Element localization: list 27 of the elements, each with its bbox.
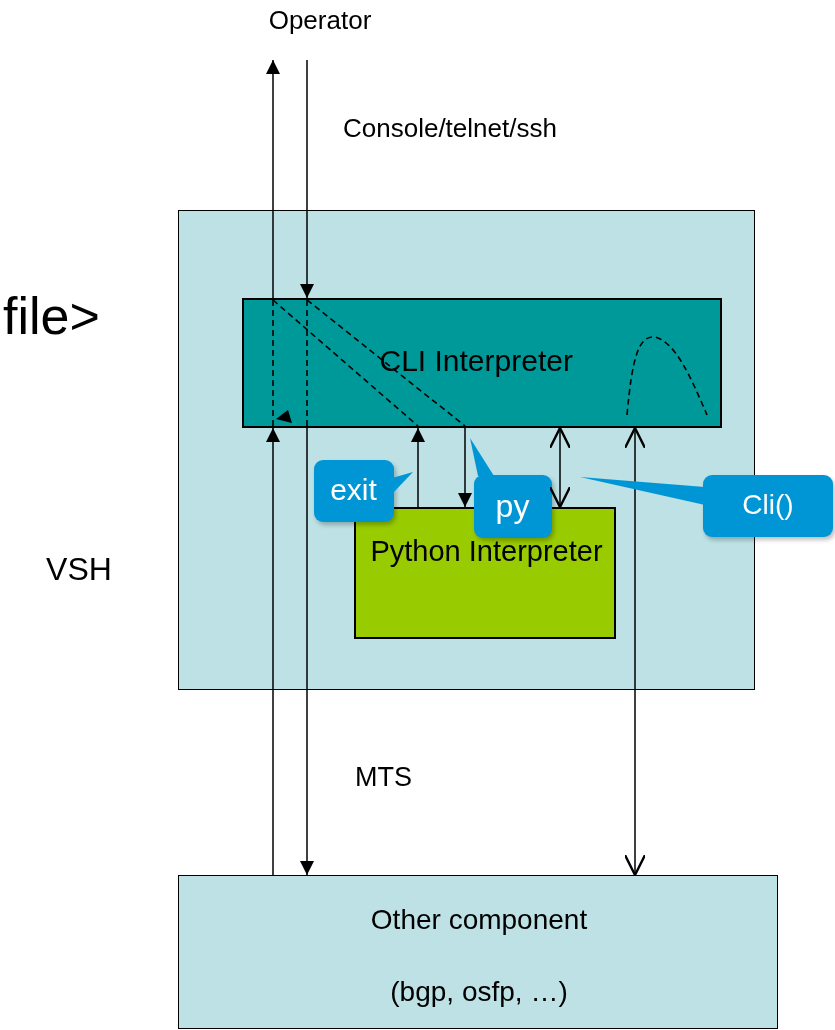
component-box xyxy=(178,875,778,1029)
callout-pointer xyxy=(392,472,413,494)
actor-label: Operator xyxy=(267,6,373,36)
node-label: VSH xyxy=(45,551,113,588)
callout-box xyxy=(313,459,394,522)
text-fragment: file> xyxy=(3,286,100,346)
arrow xyxy=(411,427,425,508)
callout-text: exit xyxy=(329,472,378,507)
callout-text: py xyxy=(494,487,531,525)
arrow xyxy=(623,426,647,877)
arrow xyxy=(548,426,572,509)
arrow xyxy=(266,59,280,299)
node-label: Python Interpreter xyxy=(369,534,604,568)
arrow xyxy=(266,427,280,876)
connection-label: Console/telnet/ssh xyxy=(343,113,557,144)
callout-box xyxy=(703,475,833,537)
arrow xyxy=(300,59,314,299)
node-label: Other component xyxy=(369,904,589,937)
connection-label: MTS xyxy=(355,762,412,793)
callout-box xyxy=(473,474,552,538)
node-label: (bgp, osfp, …) xyxy=(389,976,569,1009)
node-label: CLI Interpreter xyxy=(379,343,574,378)
arrow xyxy=(300,427,314,876)
callout-pointer xyxy=(580,477,705,505)
arrow xyxy=(458,427,472,508)
callout-pointer xyxy=(470,438,494,476)
callout-text: Cli() xyxy=(741,489,795,522)
